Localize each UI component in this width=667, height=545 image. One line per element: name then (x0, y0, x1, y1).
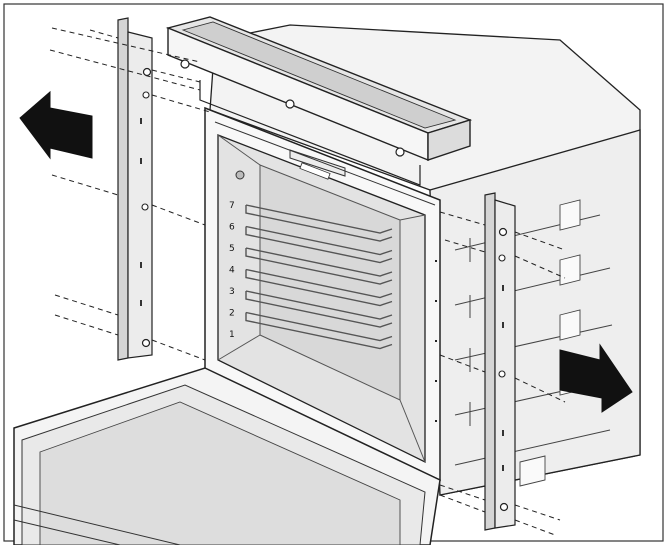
rack-shelves (245, 204, 393, 350)
screw-icon (180, 59, 190, 69)
rack-level-label: 4 (229, 266, 235, 276)
screw-icon (285, 99, 295, 109)
rack-level-label: 2 (229, 309, 235, 319)
screw-icon (142, 67, 152, 77)
rack-level-label: 3 (229, 287, 235, 297)
right-side-rail (484, 192, 516, 531)
top-trim-panel (165, 16, 473, 186)
rack-level-label: 7 (229, 201, 235, 211)
oven-lamp-icon (235, 170, 245, 180)
screw-icon (141, 338, 151, 348)
left-side-rail (117, 17, 153, 361)
rack-shelf (245, 290, 393, 328)
screw-icon (498, 254, 506, 262)
oven-door (13, 367, 441, 545)
rack-shelf (245, 247, 393, 285)
screw-icon (499, 502, 509, 512)
oven-body (209, 24, 641, 496)
screw-icon (498, 370, 506, 378)
rack-level-label: 1 (229, 330, 235, 340)
left-arrow-icon (19, 90, 93, 160)
dashed-guide-lines (49, 27, 566, 536)
rack-shelf (245, 204, 393, 242)
screw-icon (142, 91, 150, 99)
rack-shelf (245, 225, 393, 264)
screw-icon (498, 227, 508, 237)
rack-level-label: 5 (229, 244, 235, 254)
rack-shelf (245, 268, 393, 307)
screw-icon (141, 203, 149, 211)
right-arrow-icon (559, 343, 633, 413)
screw-icon (395, 147, 405, 157)
rack-level-labels: 7 6 5 4 3 2 1 (229, 201, 235, 340)
rack-level-label: 6 (229, 223, 235, 233)
rack-shelf (245, 311, 393, 350)
